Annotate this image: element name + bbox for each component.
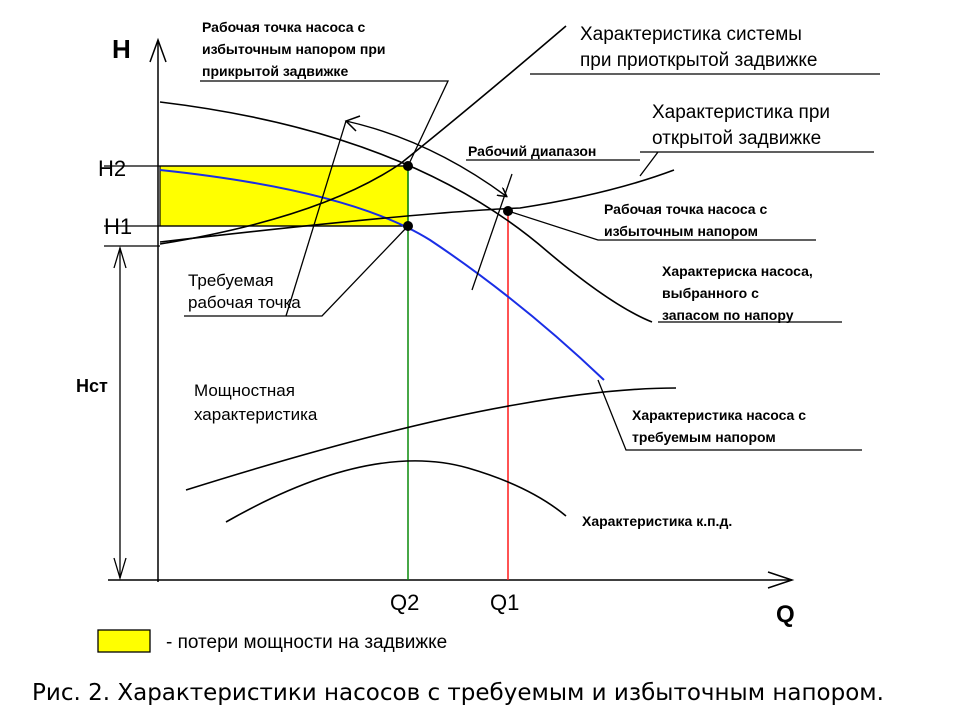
legend-text: - потери мощности на задвижке (166, 632, 447, 653)
label-overpressure-point: Рабочая точка насоса с избыточным напоро… (604, 201, 771, 239)
label-working-range: Рабочий диапазон (468, 143, 596, 159)
label-overpressure-closed: Рабочая точка насоса с избыточным напоро… (202, 19, 389, 79)
leader-system-open (639, 151, 874, 177)
q1-label: Q1 (490, 590, 519, 615)
system-partly-open-curve (159, 25, 567, 245)
hst-arrow-bottom (113, 557, 127, 581)
working-range-bound-right (471, 173, 513, 291)
label-system-partly-open: Характеристика системы при приоткрытой з… (580, 24, 817, 71)
q-axis-arrow (767, 571, 795, 589)
leader-required-point (184, 225, 409, 317)
leader-overpressure-point (507, 210, 816, 241)
label-pump-required: Характеристика насоса с требуемым напоро… (632, 407, 810, 445)
power-curve (185, 387, 677, 491)
working-range-arc (345, 120, 506, 196)
hst-label: Нст (76, 376, 108, 396)
hst-arrow-top (113, 245, 127, 269)
working-range-bound-left (285, 120, 347, 317)
label-efficiency-curve: Характеристика к.п.д. (582, 513, 732, 529)
h1-label: H1 (104, 214, 132, 239)
legend-swatch (97, 629, 151, 653)
efficiency-curve (225, 460, 567, 523)
leader-pump-required (597, 379, 862, 451)
system-open-curve (159, 169, 675, 243)
q2-label: Q2 (390, 590, 419, 615)
h-axis-arrow (149, 37, 167, 63)
label-pump-margin: Характериска насоса, выбранного с запасо… (662, 263, 817, 323)
figure-caption: Рис. 2. Характеристики насосов с требуем… (32, 680, 884, 706)
h-axis-label: H (112, 34, 131, 64)
pump-required-curve (159, 169, 605, 381)
label-power-curve: Мощностная характеристика (194, 381, 318, 424)
label-required-point: Требуемая рабочая точка (188, 271, 301, 312)
leader-overpressure-closed (200, 80, 450, 167)
h2-label: H2 (98, 156, 126, 181)
q-axis-label: Q (776, 601, 795, 628)
pump-margin-curve (159, 101, 653, 323)
label-system-open: Характеристика при открытой задвижке (652, 102, 835, 149)
